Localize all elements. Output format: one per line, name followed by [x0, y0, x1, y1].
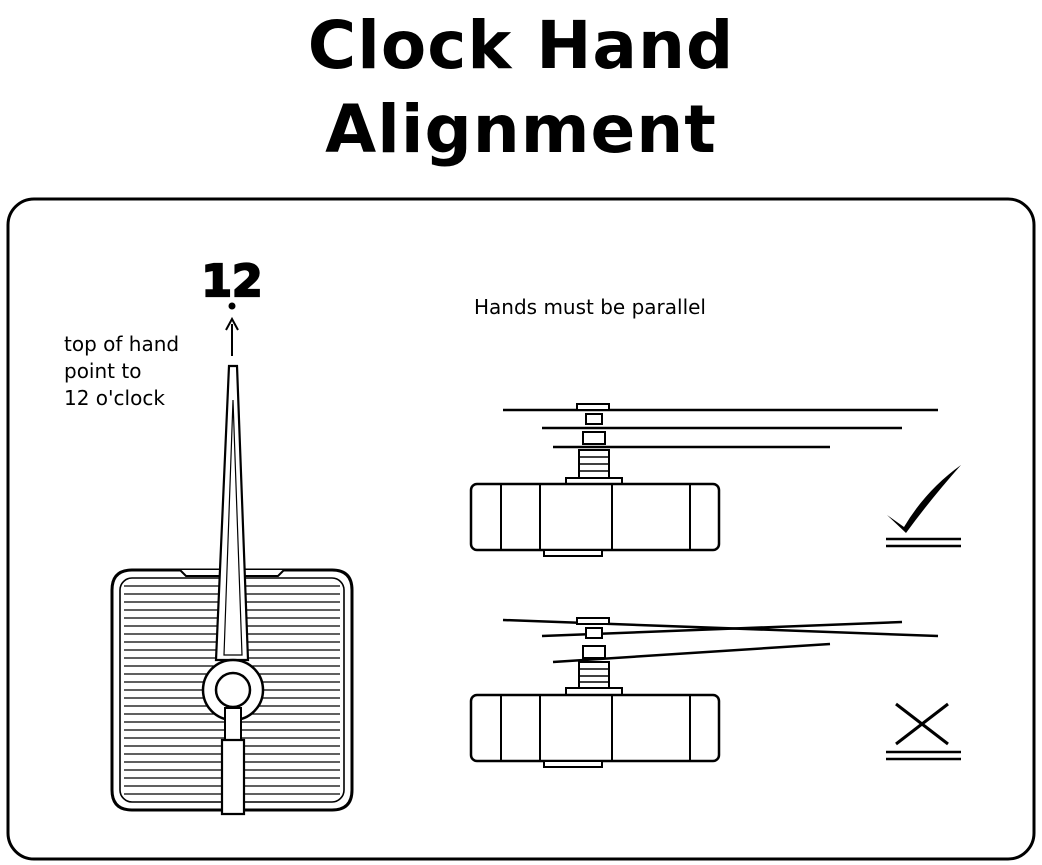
title-line-2: Alignment — [325, 91, 717, 168]
top-of-hand-line-3: 12 o'clock — [64, 386, 165, 410]
check-mark-icon — [886, 465, 961, 548]
twelve-label: 12 — [201, 256, 262, 307]
x-mark-icon — [886, 702, 961, 761]
page-title: Clock Hand Alignment — [0, 4, 1042, 172]
up-arrow-icon — [225, 316, 239, 356]
twelve-dot — [228, 302, 236, 310]
side-view-correct — [469, 403, 938, 557]
top-of-hand-line-2: point to — [64, 359, 141, 383]
diagram-frame — [6, 197, 1036, 861]
clock-hand — [201, 364, 265, 816]
parallel-note: Hands must be parallel — [474, 295, 706, 319]
top-of-hand-line-1: top of hand — [64, 332, 179, 356]
side-view-incorrect — [469, 617, 939, 768]
title-line-1: Clock Hand — [307, 7, 735, 84]
